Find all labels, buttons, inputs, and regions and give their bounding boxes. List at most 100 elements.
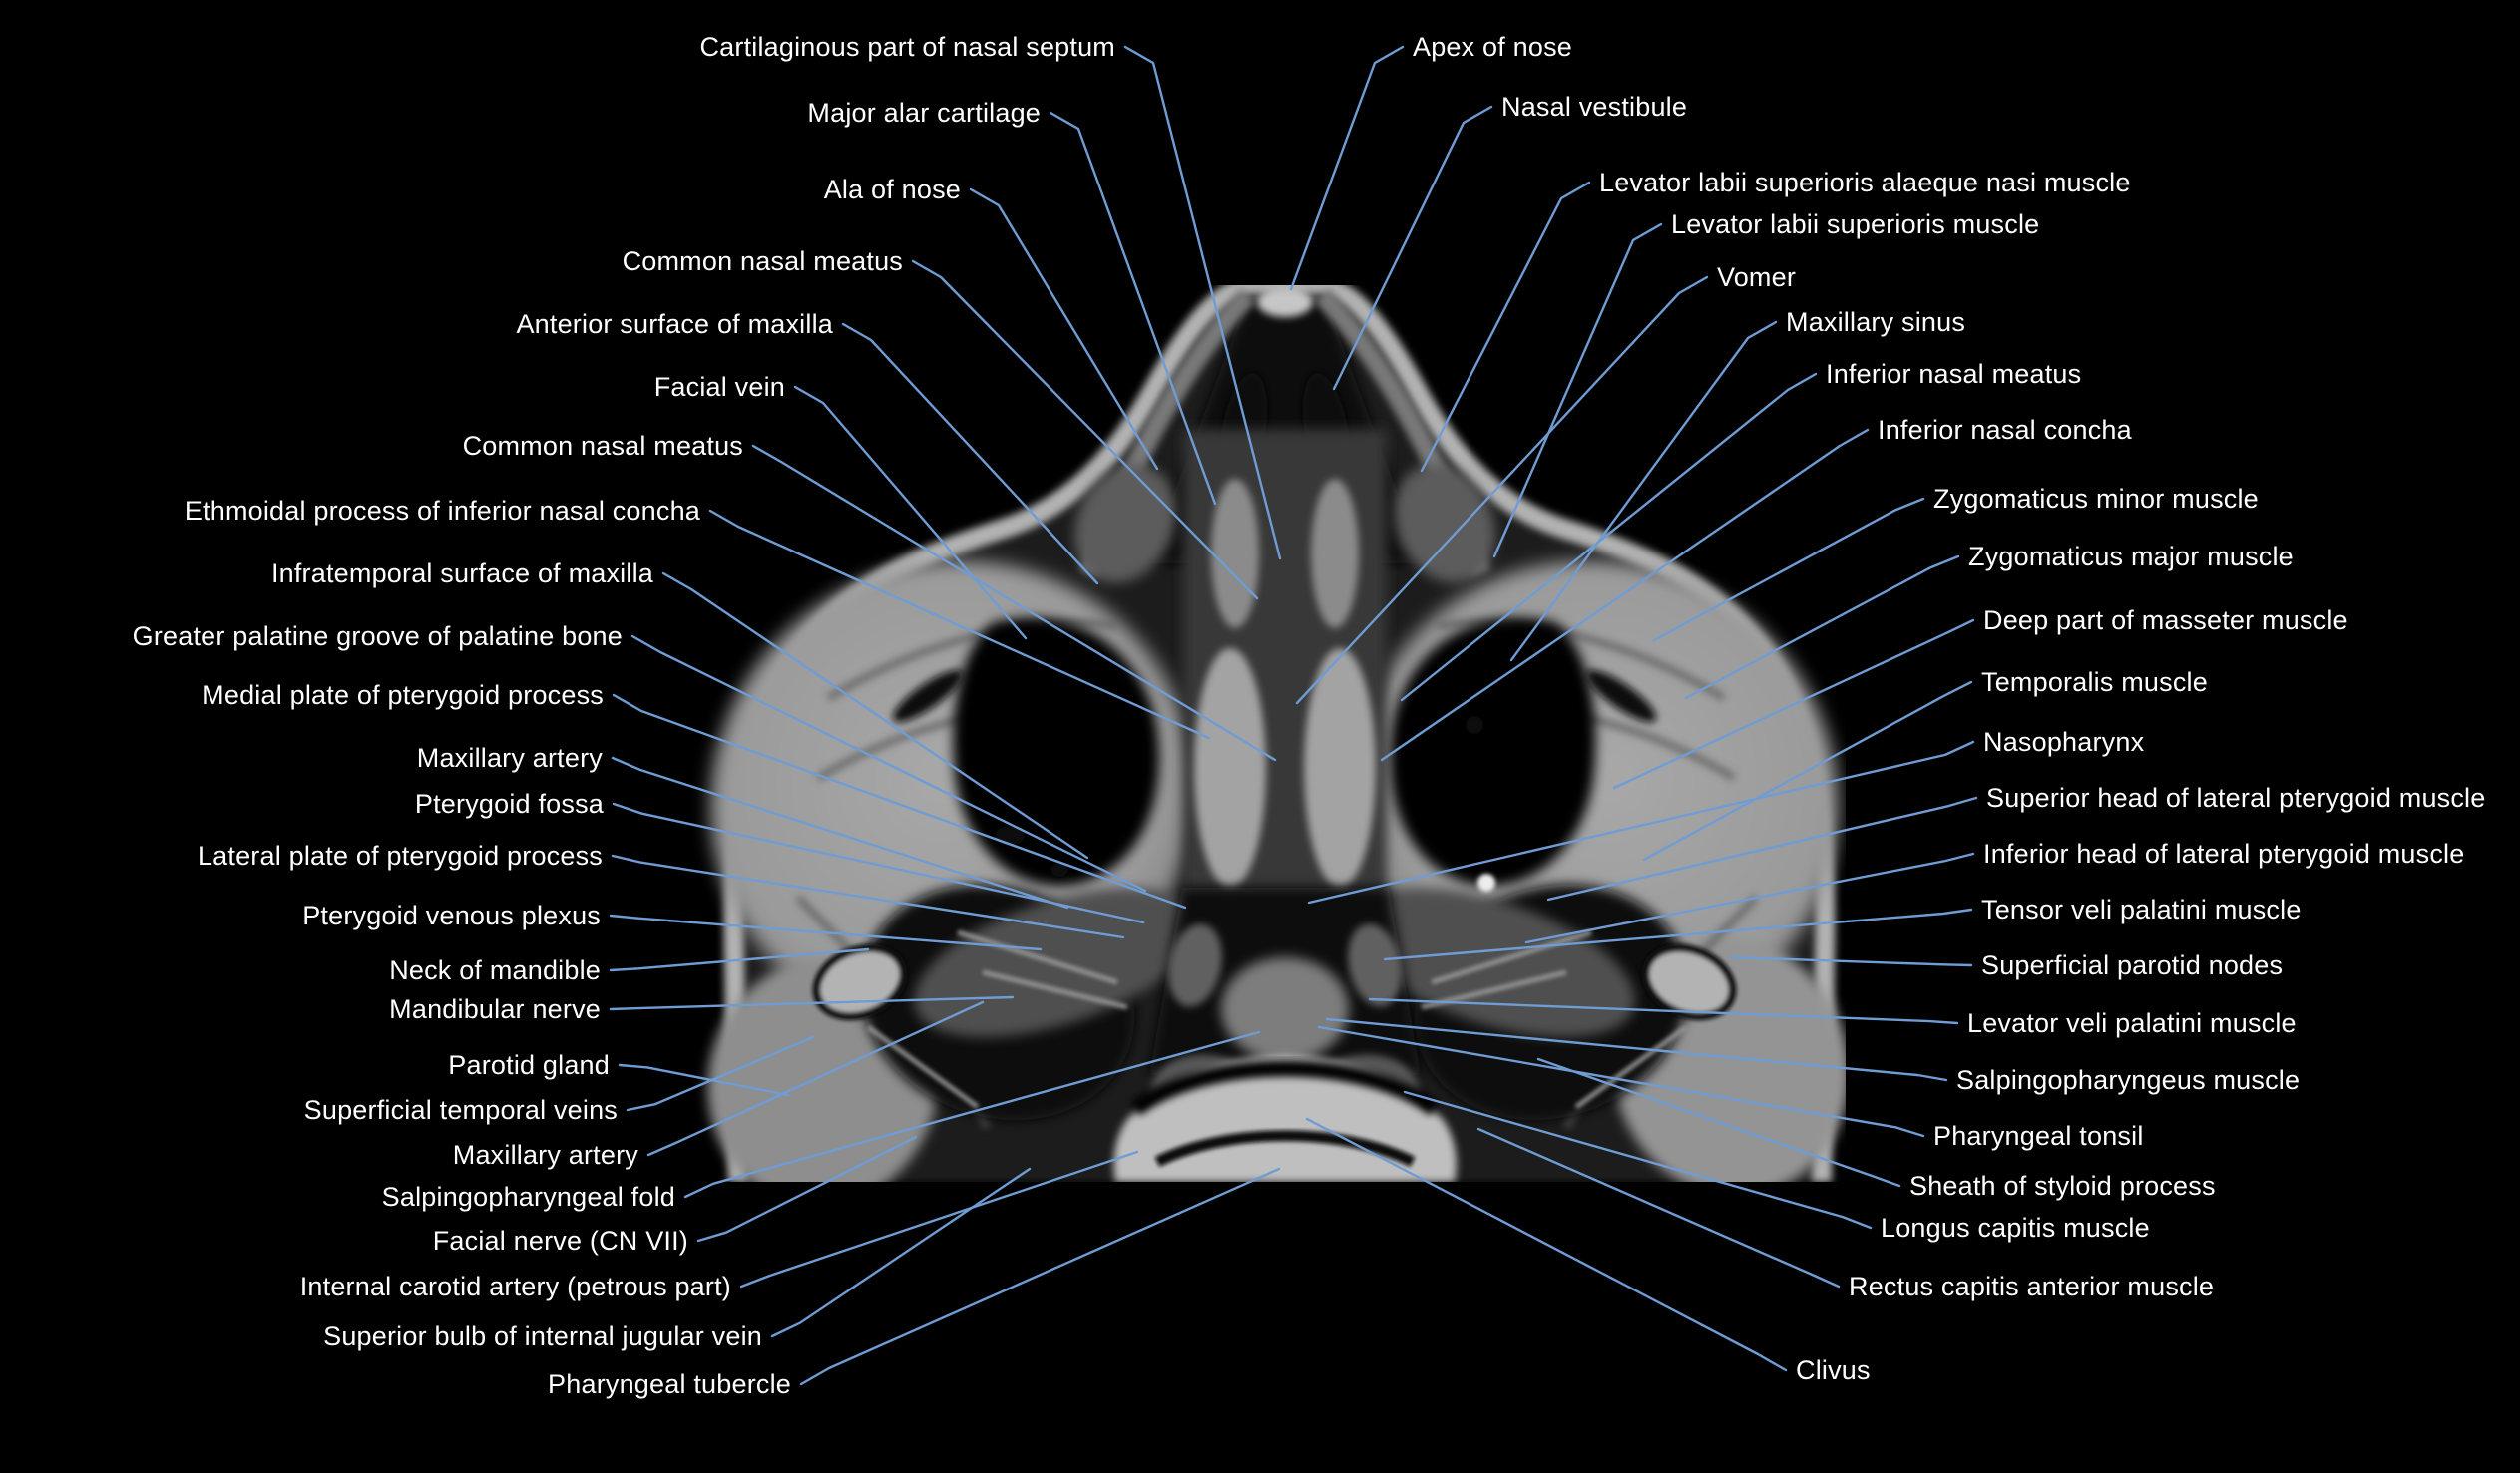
csf-arc — [1154, 1130, 1416, 1167]
anatomy-label: Superior bulb of internal jugular vein — [323, 1321, 762, 1351]
anatomy-label: Temporalis muscle — [1981, 667, 2208, 697]
anatomy-label: Ethmoidal process of inferior nasal conc… — [184, 496, 700, 526]
leader-line — [1612, 618, 1975, 790]
anatomy-label: Zygomaticus major muscle — [1968, 542, 2294, 571]
anatomy-label: Lateral plate of pterygoid process — [197, 841, 603, 871]
leader-line — [1383, 908, 1973, 961]
leader-line — [708, 509, 1211, 740]
torus-left — [1168, 923, 1222, 1007]
leader-line — [1289, 45, 1405, 291]
leader-line — [609, 914, 1043, 951]
leader-line — [696, 1135, 918, 1243]
anatomy-label: Major alar cartilage — [807, 98, 1041, 128]
leader-line — [911, 259, 1259, 600]
anatomy-label: Facial nerve (CN VII) — [432, 1226, 688, 1256]
middle-concha-right — [1311, 479, 1359, 628]
leader-line — [1325, 1017, 1948, 1082]
leader-line — [1317, 1025, 1925, 1138]
anatomy-label: Zygomaticus minor muscle — [1933, 484, 2259, 514]
ala-left — [1074, 464, 1176, 583]
anatomy-label: Neck of mandible — [389, 955, 601, 985]
anatomy-label: Levator labii superioris muscle — [1671, 209, 2040, 239]
leader-line — [1476, 1127, 1841, 1289]
anatomy-label: Pterygoid venous plexus — [302, 901, 601, 930]
leader-line — [1492, 222, 1663, 558]
leader-line — [611, 854, 1125, 939]
anatomy-label: Apex of nose — [1413, 32, 1573, 62]
leader-line — [611, 756, 1069, 910]
anatomy-label: Facial vein — [653, 372, 785, 402]
leader-line — [1307, 740, 1975, 905]
anatomy-label: Salpingopharyngeus muscle — [1956, 1065, 2301, 1095]
leader-line — [626, 1035, 815, 1112]
anatomy-label: Inferior head of lateral pterygoid muscl… — [1983, 839, 2465, 869]
anatomy-label: Levator labii superioris alaeque nasi mu… — [1599, 168, 2131, 197]
anatomy-label: Sheath of styloid process — [1909, 1171, 2216, 1201]
leader-line — [1368, 997, 1959, 1025]
leader-line — [612, 693, 1187, 910]
anatomy-label: Vomer — [1717, 262, 1797, 292]
leader-line — [1729, 955, 1973, 967]
leader-line — [799, 1167, 1281, 1386]
leader-line — [1380, 428, 1870, 762]
anatomy-label: Pharyngeal tubercle — [548, 1369, 791, 1399]
anatomy-label: Medial plate of pterygoid process — [202, 680, 604, 710]
anatomy-label: Parotid gland — [448, 1050, 610, 1080]
leader-line — [1420, 181, 1591, 473]
clivus-dark-border — [1130, 1060, 1440, 1116]
mri-scan — [707, 285, 1846, 1182]
anatomy-label: Deep part of masseter muscle — [1983, 605, 2348, 635]
leader-line — [1652, 497, 1925, 642]
zygoma-streak-left — [892, 669, 964, 723]
anatomy-label: Maxillary artery — [452, 1140, 638, 1170]
leader-lines — [609, 45, 1978, 1386]
anatomy-label: Common nasal meatus — [622, 246, 903, 276]
anatomy-label: Superficial temporal veins — [303, 1095, 618, 1125]
anatomy-label: Cartilaginous part of nasal septum — [699, 32, 1115, 62]
leader-line — [683, 1030, 1261, 1199]
leader-line — [646, 1000, 985, 1157]
pharyngeal-tonsil-mass — [1221, 957, 1349, 1061]
leader-line — [1305, 1117, 1788, 1372]
anatomy-label: Rectus capitis anterior muscle — [1849, 1272, 2215, 1301]
leader-line — [1332, 105, 1493, 391]
anatomy-label: Pterygoid fossa — [414, 789, 604, 819]
leader-line — [618, 1063, 790, 1097]
inferior-concha-left — [1194, 648, 1266, 888]
leader-line — [630, 634, 1147, 893]
leader-line — [1546, 796, 1978, 902]
torus-right — [1348, 923, 1402, 1007]
anatomy-label: Tensor veli palatini muscle — [1981, 895, 2302, 924]
leader-line — [1123, 45, 1282, 560]
anatomy-label: Inferior nasal concha — [1878, 415, 2132, 445]
leader-line — [1642, 680, 1973, 862]
inferior-concha-right — [1304, 648, 1376, 888]
maxillary-sinus-right — [1390, 617, 1596, 886]
ala-right — [1394, 464, 1495, 583]
anatomy-label: Ala of nose — [823, 175, 961, 204]
leader-line — [793, 385, 1028, 640]
leader-line — [770, 1167, 1032, 1338]
anatomy-label: Internal carotid artery (petrous part) — [299, 1272, 731, 1301]
anatomy-label: Nasopharynx — [1983, 727, 2145, 757]
leader-line — [612, 802, 1145, 924]
anatomy-label: Superficial parotid nodes — [1981, 950, 2284, 980]
maxillary-sinus-left — [953, 617, 1159, 886]
anatomy-label: Maxillary sinus — [1786, 307, 1966, 337]
leader-line — [751, 444, 1277, 762]
anatomy-label: Nasal vestibule — [1501, 92, 1688, 122]
anatomy-label: Maxillary artery — [416, 743, 603, 773]
anatomy-label: Anterior surface of maxilla — [516, 309, 833, 339]
middle-concha-left — [1211, 479, 1259, 628]
leader-line — [661, 571, 1089, 860]
leader-line — [1536, 1057, 1901, 1188]
anatomy-label: Levator veli palatini muscle — [1967, 1008, 2297, 1038]
dark-spot-left-cheek-2 — [1050, 863, 1068, 877]
bright-spot-right-cheek — [1477, 874, 1495, 892]
anatomy-label: Greater palatine groove of palatine bone — [132, 621, 623, 651]
leader-line — [1684, 554, 1960, 700]
leader-line — [1524, 852, 1975, 944]
anatomy-label: Superior head of lateral pterygoid muscl… — [1986, 783, 2486, 813]
leader-line — [1049, 111, 1217, 506]
